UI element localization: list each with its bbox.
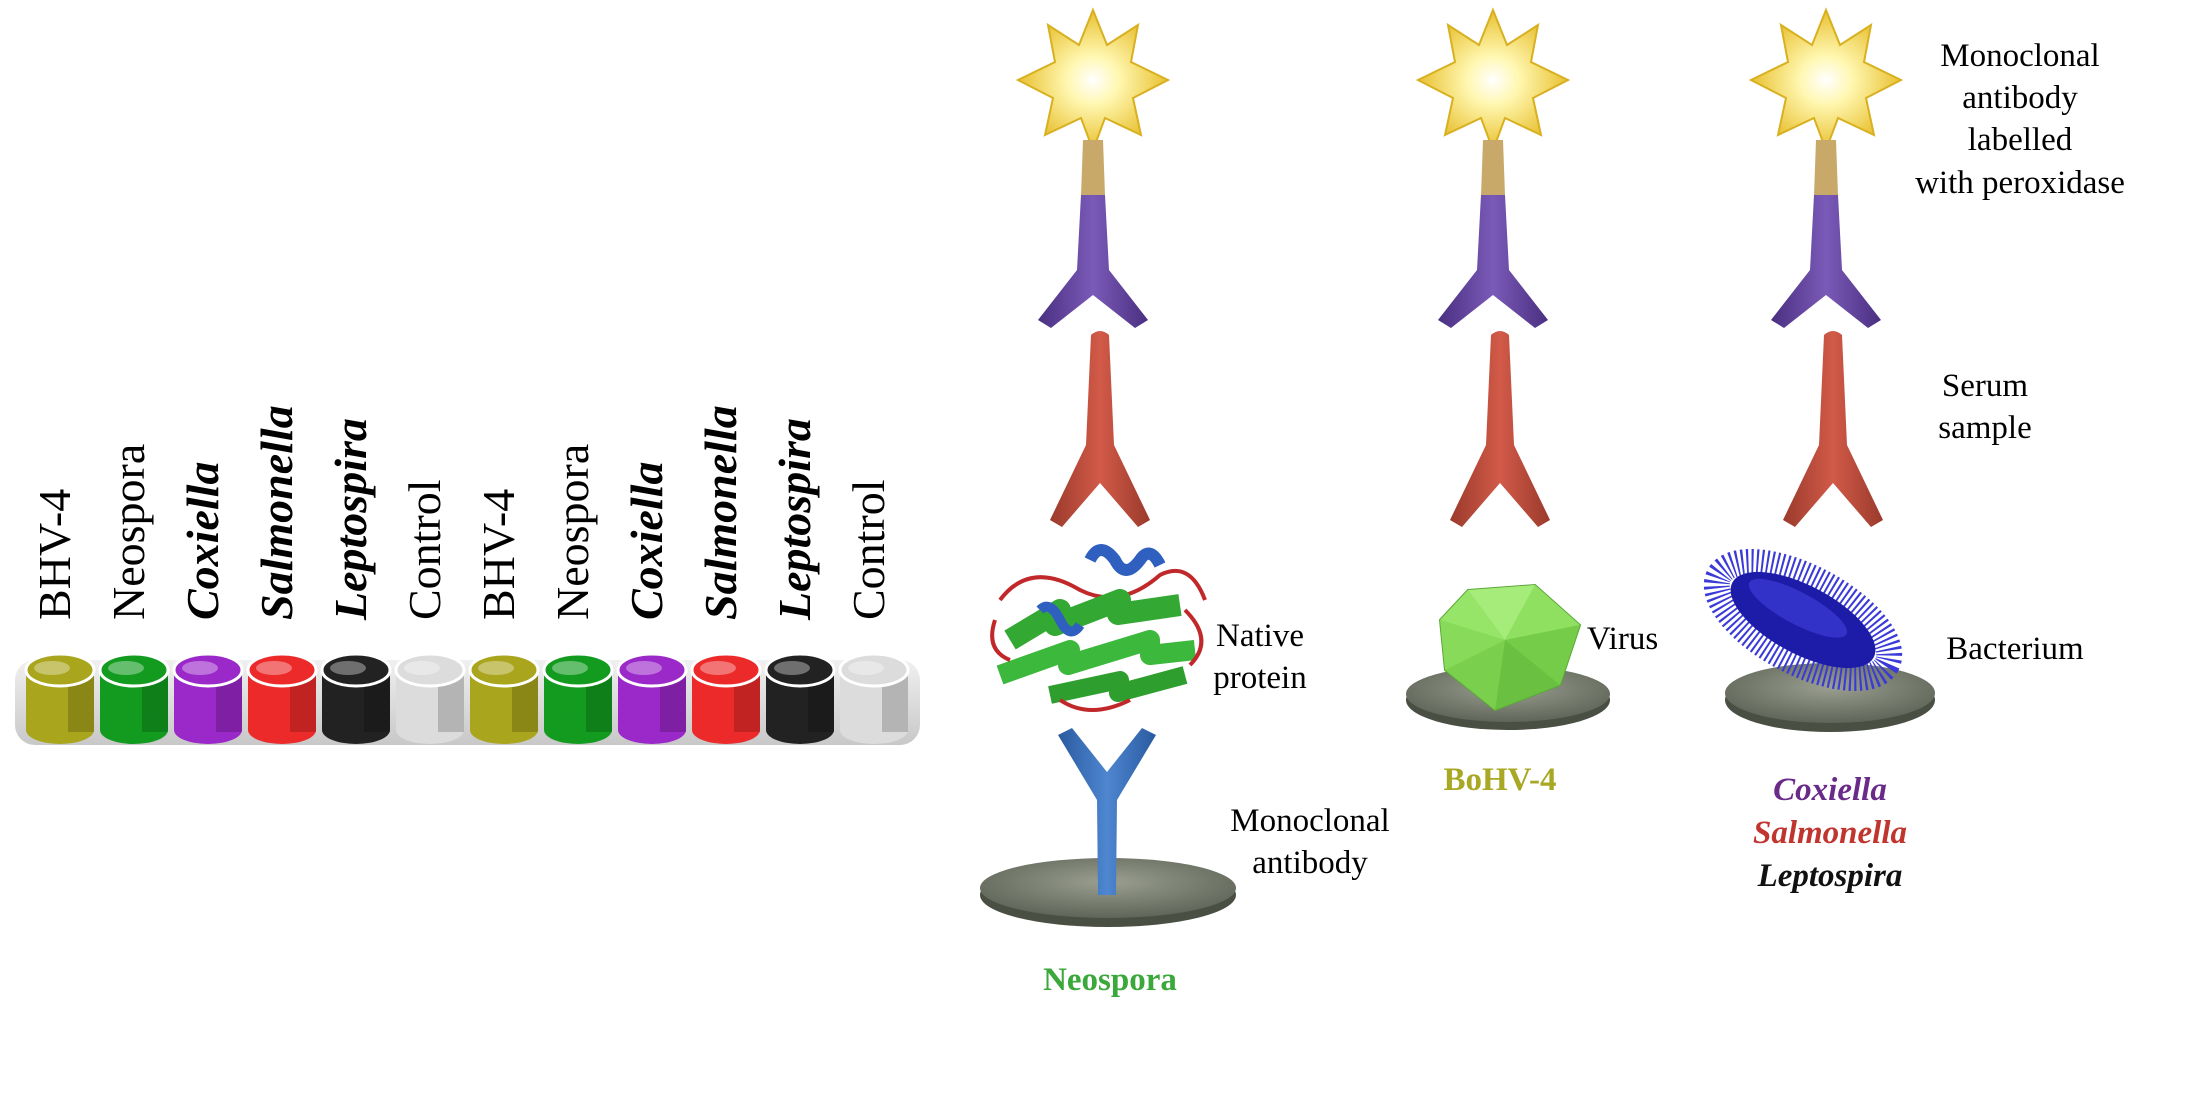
well-10: [690, 652, 762, 744]
virus-graphic: [1438, 583, 1582, 712]
native-protein-graphic: [990, 544, 1207, 712]
well-2: [98, 652, 170, 744]
conjugate-antibody: [1038, 195, 1148, 328]
well-12: [838, 652, 910, 744]
conjugate-antibody: [1771, 195, 1881, 328]
capture-antibody: [1058, 728, 1156, 895]
peroxidase-conjugate-bohv4: [1415, 7, 1571, 328]
bacterium-graphic: [1703, 548, 1903, 692]
species-neospora: Neospora: [1043, 962, 1177, 998]
species-bohv4: BoHV-4: [1443, 762, 1557, 798]
species-leptospira: Leptospira: [1757, 858, 1903, 894]
well-8: [542, 652, 614, 744]
serum-antibody-bohv4: [1450, 331, 1550, 527]
peroxidase-star-icon: [1415, 7, 1571, 153]
peroxidase-conjugate-neospora: [1015, 7, 1171, 328]
species-coxiella: Coxiella: [1773, 772, 1887, 808]
serum-antibody-bacteria: [1783, 331, 1883, 527]
well-6: [394, 652, 466, 744]
peroxidase-conjugate-bacteria: [1748, 7, 1904, 328]
species-salmonella: Salmonella: [1752, 815, 1908, 851]
well-7: [468, 652, 540, 744]
well-strip-graphic: [15, 652, 920, 745]
native-protein-label: Native protein: [1213, 618, 1307, 697]
serum-antibody-neospora: [1050, 331, 1150, 527]
capture-antibody-label: Monoclonal antibody: [1230, 803, 1390, 882]
well-9: [616, 652, 688, 744]
conjugate-label: Monoclonal antibody labelled with peroxi…: [1915, 38, 2125, 201]
well-3: [172, 652, 244, 744]
serum-sample-label: Serum sample: [1938, 368, 2032, 447]
virus-label: Virus: [1586, 621, 1659, 657]
bacterium-label: Bacterium: [1946, 631, 2084, 667]
peroxidase-star-icon: [1015, 7, 1171, 153]
conjugate-antibody: [1438, 195, 1548, 328]
well-4: [246, 652, 318, 744]
well-11: [764, 652, 836, 744]
well-5: [320, 652, 392, 744]
peroxidase-star-icon: [1748, 7, 1904, 153]
well-1: [24, 652, 96, 744]
